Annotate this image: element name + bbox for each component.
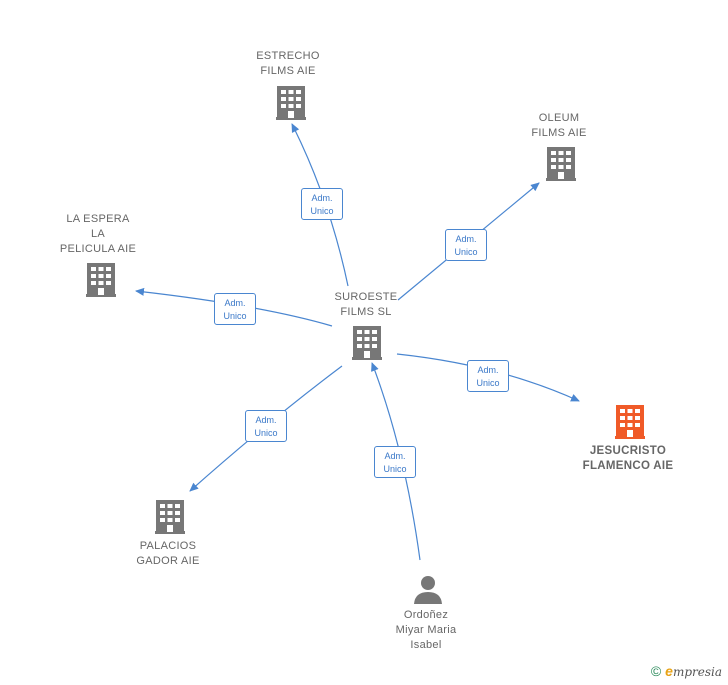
building-icon[interactable] bbox=[546, 147, 576, 186]
edge-label-oleum: Adm. Unico bbox=[445, 229, 487, 261]
edge-label-laespera: Adm. Unico bbox=[214, 293, 256, 325]
building-icon[interactable] bbox=[155, 500, 185, 539]
building-icon[interactable] bbox=[276, 86, 306, 125]
node-label-ordonez: Ordoñez Miyar Maria Isabel bbox=[395, 609, 457, 651]
brand-logo-text: mpresia bbox=[672, 665, 722, 679]
building-icon[interactable] bbox=[352, 326, 382, 365]
edge-label-jesucristo: Adm. Unico bbox=[467, 360, 509, 392]
node-label-palacios: PALACIOS GADOR AIE bbox=[136, 540, 200, 567]
node-label-oleum: OLEUM FILMS AIE bbox=[531, 112, 587, 139]
node-label-jesucristo: JESUCRISTO FLAMENCO AIE bbox=[582, 445, 674, 472]
brand-logo-initial: e bbox=[665, 663, 673, 679]
building-icon[interactable] bbox=[615, 405, 645, 444]
building-icon[interactable] bbox=[86, 263, 116, 302]
person-icon[interactable] bbox=[413, 574, 443, 609]
edge-label-estrecho: Adm. Unico bbox=[301, 188, 343, 220]
node-label-laespera: LA ESPERA LA PELICULA AIE bbox=[59, 213, 137, 255]
copyright-symbol: © bbox=[650, 663, 662, 679]
edge-label-ordonez: Adm. Unico bbox=[374, 446, 416, 478]
brand-footer: ©empresia bbox=[651, 663, 722, 679]
node-label-estrecho: ESTRECHO FILMS AIE bbox=[256, 50, 320, 77]
center-node-label: SUROESTE FILMS SL bbox=[334, 291, 398, 318]
edge-label-palacios: Adm. Unico bbox=[245, 410, 287, 442]
